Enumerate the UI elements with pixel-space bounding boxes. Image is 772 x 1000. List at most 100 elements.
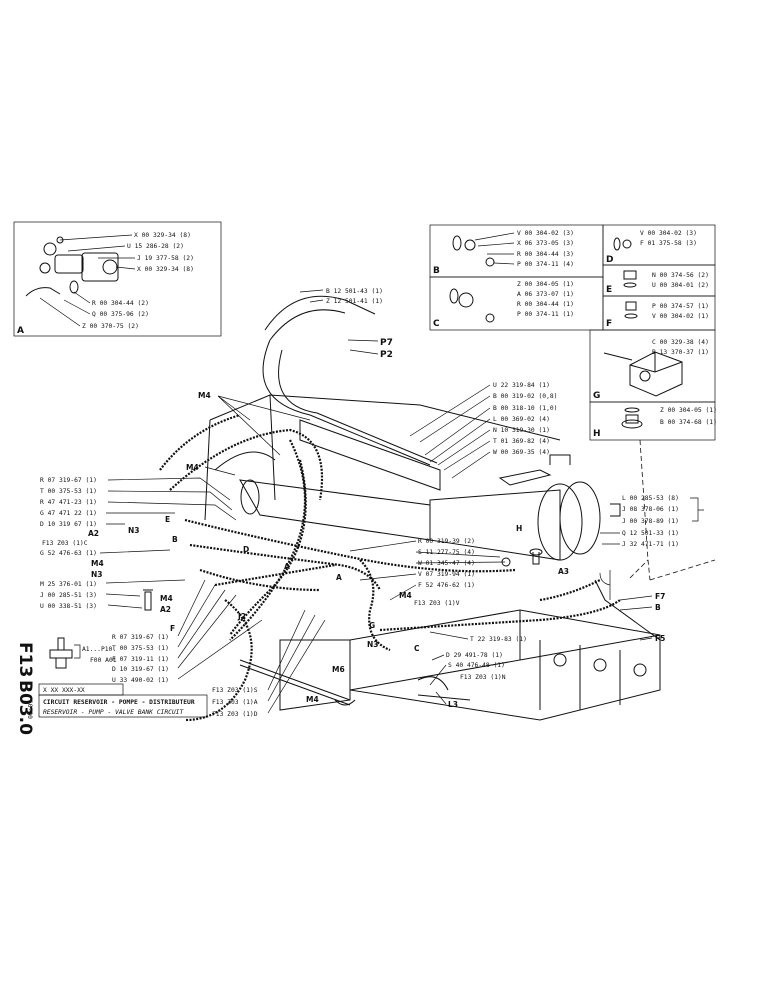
pos-label-d: D <box>243 545 249 554</box>
pos-label-p7: P7 <box>380 338 393 348</box>
detail-a: A X 00 329-34 (8) U 15 286-28 (2) J 19 3… <box>13 221 222 337</box>
detail-g-letter: G <box>593 391 600 401</box>
detail-e: E N 00 374-56 (2) U 00 304-01 (2) <box>602 264 716 297</box>
part-label: J 00 285-51 (3) <box>40 592 97 599</box>
part-label: V 00 304-02 (1) <box>652 313 709 320</box>
pos-label-a2: A2 <box>88 529 99 538</box>
part-label: Z 00 304-05 (1) <box>517 281 574 288</box>
part-label: Z 12 501-41 (1) <box>326 298 383 305</box>
pos-label-p2: P2 <box>380 350 393 360</box>
part-label: P 00 374-11 (4) <box>517 261 574 268</box>
part-label: U 33 490-02 (1) <box>112 677 169 684</box>
part-label: D 29 491-78 (1) <box>446 652 503 659</box>
part-label: F13 Z03 (1)C <box>42 540 88 547</box>
title-fr: CIRCUIT RESERVOIR - POMPE - DISTRIBUTEUR <box>43 699 195 706</box>
part-label: W 01 345-47 (4) <box>418 560 475 567</box>
pos-label-g: G <box>369 621 375 630</box>
sheet-code-f: F13 <box>15 642 35 677</box>
detail-h-letter: H <box>593 429 601 439</box>
part-label: U 00 304-01 (2) <box>652 282 709 289</box>
part-label: F13 Z03 (1)N <box>460 674 506 681</box>
part-label: R 47 471-23 (1) <box>40 499 97 506</box>
pos-label-a2: A2 <box>160 605 171 614</box>
top-callouts: B 12 501-43 (1) Z 12 501-41 (1) P7 P2 <box>299 288 393 360</box>
right-side-callouts: L 00 285-53 (8) J 08 378-06 (1) J 00 378… <box>600 495 704 548</box>
pos-label-m4: M4 <box>186 463 199 472</box>
pos-label-b: B <box>655 603 661 612</box>
fuse-range: A1...P10. <box>82 646 116 653</box>
part-label: D 10 319 67 (1) <box>40 521 97 528</box>
pos-label-m4: M4 <box>160 594 173 603</box>
part-label: J 00 378-89 (1) <box>622 518 679 525</box>
part-label: G 52 476-63 (1) <box>40 550 97 557</box>
pump-fitting-drawing <box>25 236 119 297</box>
pos-label-n3: N3 <box>128 526 140 535</box>
pos-label-b: B <box>172 535 178 544</box>
part-label: B 00 318-10 (1,0) <box>493 405 557 412</box>
part-label: B 13 370-37 (1) <box>652 349 709 356</box>
part-label: J 32 471-71 (1) <box>622 541 679 548</box>
part-label: D 10 319-67 (1) <box>112 666 169 673</box>
detail-d-letter: D <box>606 255 613 265</box>
left-lower-callouts: M 25 376-01 (1) J 00 285-51 (3) U 00 338… <box>40 579 186 611</box>
pos-label-f: F <box>170 624 175 633</box>
pos-label-c: C <box>414 644 420 653</box>
pos-label-e: E <box>165 515 170 524</box>
title-block: X XX XXX-XX CIRCUIT RESERVOIR - POMPE - … <box>38 683 208 718</box>
main-assembly <box>204 295 661 721</box>
part-label: V 07 319-94 (1) <box>418 571 475 578</box>
pos-label-m4: M4 <box>198 391 211 400</box>
part-label: R 07 319-67 (1) <box>112 634 169 641</box>
dashed-outline <box>629 559 716 581</box>
part-label: M 25 376-01 (1) <box>40 581 97 588</box>
part-label: C 00 329-38 (4) <box>652 339 709 346</box>
pos-label-a: A <box>284 562 290 571</box>
pos-label-m4: M4 <box>91 559 104 568</box>
pos-label-f7: F7 <box>655 592 665 601</box>
part-label: B 00 319-02 (0,8) <box>493 393 557 400</box>
part-label: X 00 329-34 (8) <box>134 232 191 239</box>
part-label: T 00 375-53 (1) <box>112 645 169 652</box>
part-label: R 00 319-39 (2) <box>418 538 475 545</box>
sheet-codes: F13 B03.0 10-80 <box>15 642 35 735</box>
right-callouts: U 22 319-84 (1) B 00 319-02 (0,8) B 00 3… <box>409 382 557 479</box>
detail-d: D V 00 304-02 (3) F 01 375-58 (3) <box>602 224 716 266</box>
ref-code: X XX XXX-XX <box>43 687 85 694</box>
fuse-ref: A1...P10. F00 A01 <box>49 637 117 669</box>
sheet-rev: 10-80 <box>26 700 33 719</box>
part-label: P 00 374-57 (1) <box>652 303 709 310</box>
title-en: RESERVOIR - PUMP - VALVE BANK CIRCUIT <box>43 709 184 716</box>
part-label: X 06 373-05 (3) <box>517 240 574 247</box>
part-label: B 00 374-68 (1) <box>660 419 717 426</box>
part-label: Q 00 375-96 (2) <box>92 311 149 318</box>
detail-b: B V 00 304-02 (3) X 06 373-05 (3) R 00 3… <box>429 224 604 278</box>
part-label: R 07 319-67 (1) <box>40 477 97 484</box>
part-label: A 06 373-07 (1) <box>517 291 574 298</box>
part-label: R 00 304-44 (1) <box>517 301 574 308</box>
bottom-refs: F13 Z03 (1)S F13 Z03 (1)A F13 Z03 (1)D <box>212 609 326 718</box>
bottom-left-callouts: R 07 319-67 (1) T 00 375-53 (1) F 07 319… <box>112 579 263 684</box>
part-label: R 00 304-44 (2) <box>92 300 149 307</box>
pos-label-j2: J2 <box>237 612 246 621</box>
part-label: J 08 378-06 (1) <box>622 506 679 513</box>
pos-label-m6: M6 <box>332 665 345 674</box>
part-label: F 01 375-58 (3) <box>640 240 697 247</box>
pos-label-a: A <box>336 573 342 582</box>
part-label: T 22 319-83 (1) <box>470 636 527 643</box>
detail-e-letter: E <box>606 285 612 295</box>
position-labels: M4 M4 N3 A2 E B D M4 N3 M4 A2 F A A J2 M… <box>88 391 665 709</box>
part-label: Z 00 370-75 (2) <box>82 323 139 330</box>
mid-callouts: R 00 319-39 (2) S 11 277-75 (4) W 01 345… <box>349 538 527 686</box>
part-label: N 00 374-56 (2) <box>652 272 709 279</box>
part-label: X 00 329-34 (8) <box>137 266 194 273</box>
detail-b-letter: B <box>433 266 440 276</box>
part-label: V 00 304-02 (3) <box>640 230 697 237</box>
part-label: T 00 375-53 (1) <box>40 488 97 495</box>
detail-a-letter: A <box>17 326 24 336</box>
pos-label-m4: M4 <box>306 695 319 704</box>
part-label: V 00 304-02 (3) <box>517 230 574 237</box>
part-label: F13 Z03 (1)V <box>414 600 460 607</box>
detail-c-letter: C <box>433 319 440 329</box>
part-label: U 00 338-51 (3) <box>40 603 97 610</box>
